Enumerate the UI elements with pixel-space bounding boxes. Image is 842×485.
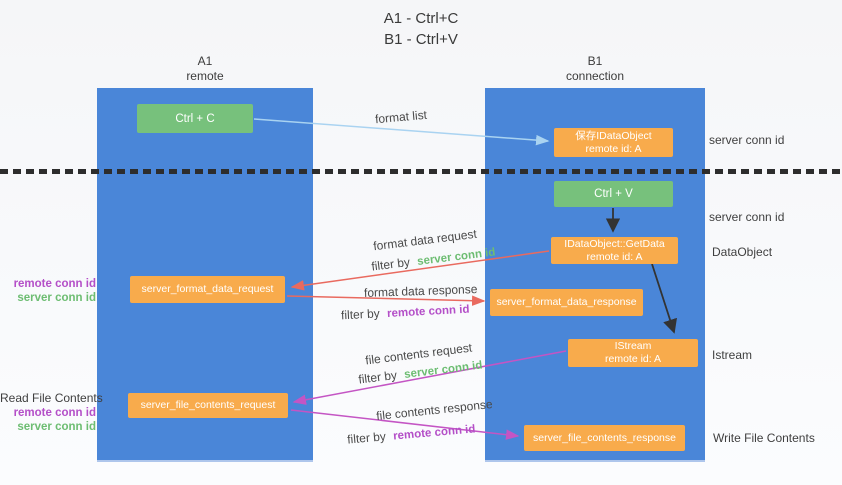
label-format-list: format list [374,107,428,127]
remote-conn-id-text: remote conn id [392,423,476,443]
node-format-response-label: server_format_data_response [496,296,637,308]
label-dataobject: DataObject [712,245,773,259]
label-conn-ids-left-1: remote conn id server conn id [0,278,96,305]
node-ctrl-v: Ctrl + V [554,181,673,207]
node-istream-line1: IStream [614,340,652,352]
node-getdata-line2: remote id: A [586,250,643,263]
label-read-file-contents: Read File Contents [0,391,103,405]
filter-by-text: filter by [346,429,387,447]
node-server-file-contents-request: server_file_contents_request [128,393,288,418]
label-filter-remote-2: filter by remote conn id [347,421,476,446]
node-idataobject-getdata: IDataObject::GetData remote id: A [551,237,678,264]
label-format-data-response: format data response [363,282,478,300]
node-server-format-data-response: server_format_data_response [490,289,643,316]
dashed-divider [0,169,842,174]
label-filter-remote-1: filter by remote conn id [341,302,470,323]
lifeline-b1-sub: connection [565,69,625,83]
node-istream: IStream remote id: A [568,339,698,367]
lifeline-a1-id: A1 [197,54,213,68]
node-ctrl-c: Ctrl + C [137,104,253,133]
label-server-conn-id-right-mid: server conn id [709,210,785,224]
title-line-1: A1 - Ctrl+C [383,10,459,27]
server-conn-id-text: server conn id [403,359,484,381]
node-save-dataobject-line2: remote id: A [585,142,642,155]
lifeline-a1-header: A1 remote [97,54,313,84]
label-remote-conn-id-left-2: remote conn id [13,407,96,419]
lifeline-b1-header: B1 connection [485,54,705,84]
filter-by-text: filter by [370,254,411,274]
filter-by-text: filter by [357,367,398,387]
node-ctrl-v-label: Ctrl + V [594,188,633,200]
node-file-request-label: server_file_contents_request [140,399,276,411]
title-line-2: B1 - Ctrl+V [384,31,458,48]
label-remote-conn-id-left-1: remote conn id [13,278,96,290]
label-write-file-contents: Write File Contents [713,431,815,445]
label-istream: Istream [712,348,753,362]
node-getdata-line1: IDataObject::GetData [564,237,665,250]
filter-by-text: filter by [340,306,381,323]
diagram-title: A1 - Ctrl+C B1 - Ctrl+V [0,8,842,50]
label-conn-ids-left-2: remote conn id server conn id [0,407,96,434]
node-server-format-data-request: server_format_data_request [130,276,285,303]
lifeline-a1-sub: remote [186,69,224,83]
remote-conn-id-text: remote conn id [386,303,470,320]
label-server-conn-id-left-1: server conn id [17,291,96,304]
node-file-response-label: server_file_contents_response [532,431,676,444]
node-save-dataobject-line1: 保存IDataObject [575,129,652,142]
node-save-dataobject: 保存IDataObject remote id: A [554,128,673,157]
node-format-request-label: server_format_data_request [141,283,274,295]
label-server-conn-id-left-2: server conn id [17,420,96,433]
lifeline-b1-id: B1 [587,54,603,68]
label-file-contents-response: file contents response [375,396,494,424]
label-server-conn-id-right-top: server conn id [709,133,785,147]
node-istream-line2: remote id: A [604,353,662,365]
node-ctrl-c-label: Ctrl + C [175,112,215,125]
node-server-file-contents-response: server_file_contents_response [524,425,685,451]
